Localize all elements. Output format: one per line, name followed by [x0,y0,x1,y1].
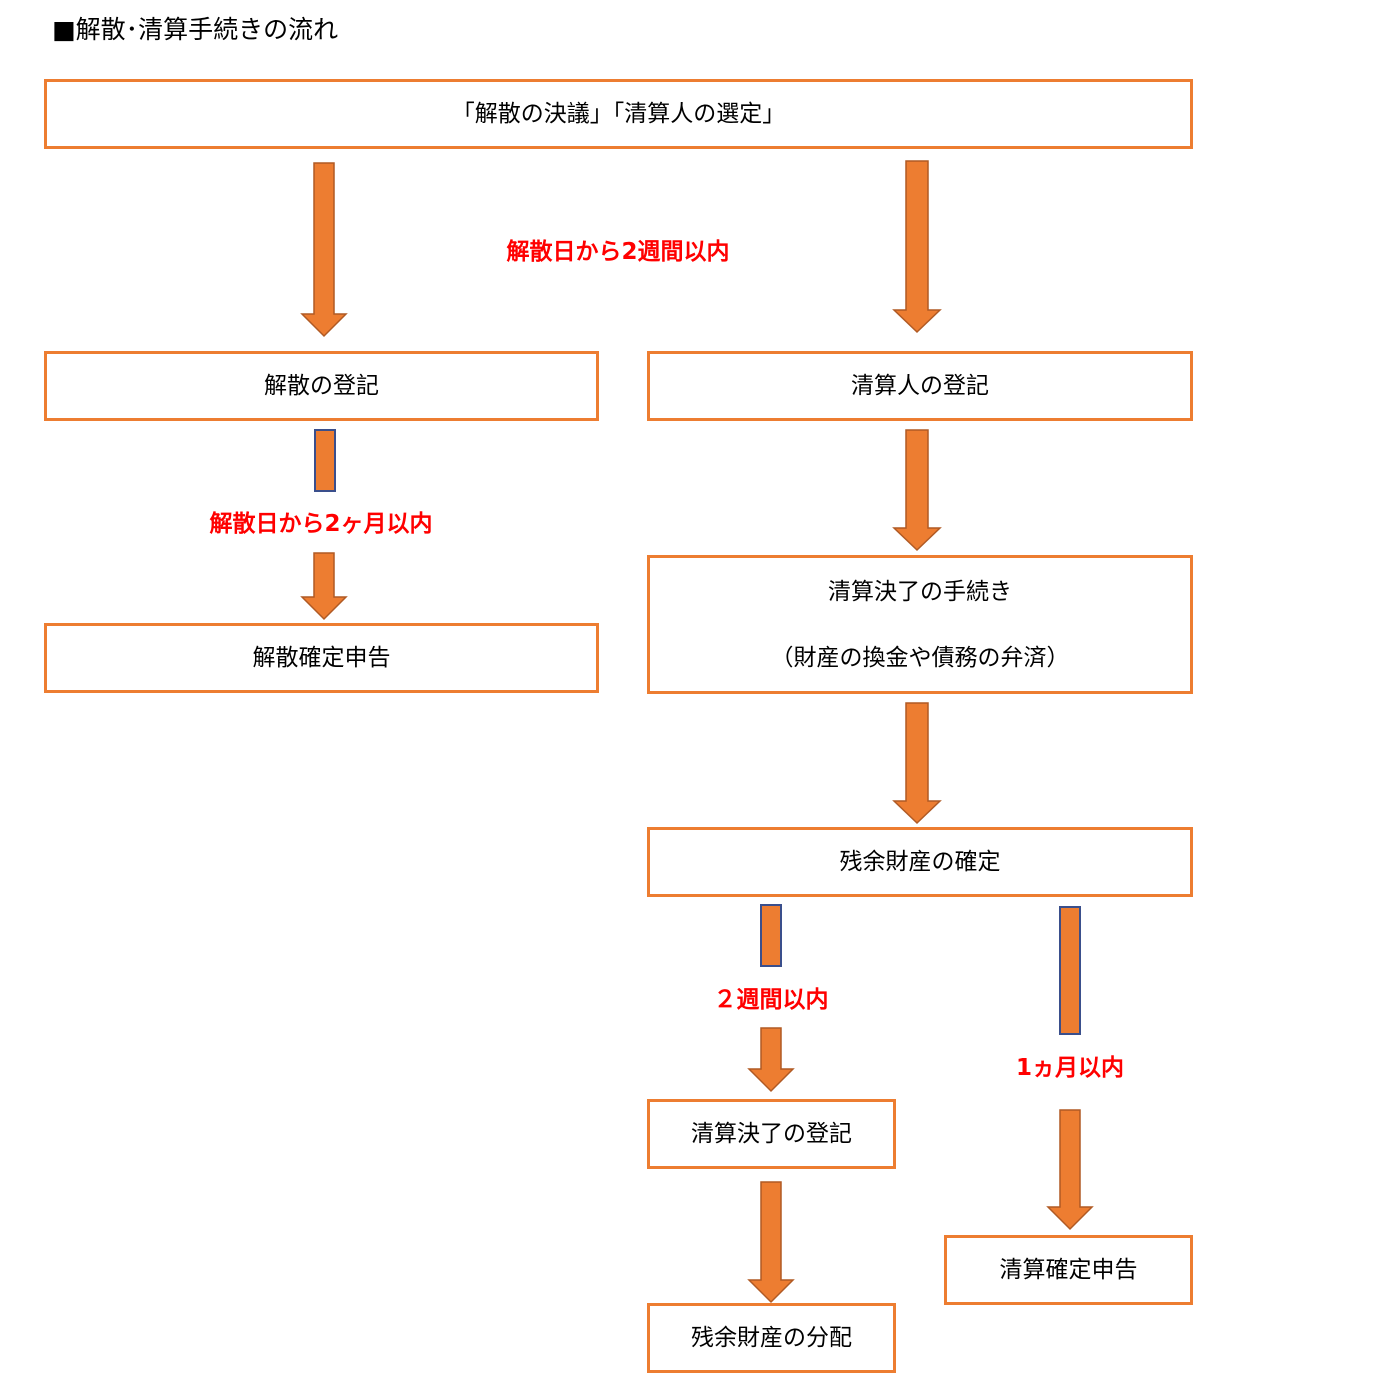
box-liquidation-procedure-line1: 清算決了の手続き [828,578,1012,605]
box-dissolution-tax-return: 解散確定申告 [44,623,599,693]
box-resolution: 「解散の決議」「清算人の選定」 [44,79,1193,149]
box-liquidation-tax-return-label: 清算確定申告 [999,1257,1138,1283]
box-liquidation-completion-registration-label: 清算決了の登記 [691,1121,852,1147]
note-within-2-weeks-of-dissolution: 解散日から2週間以内 [506,239,730,265]
box-residual-assets-confirmation-label: 残余財産の確定 [839,849,1001,875]
page-title: ■解散･清算手続きの流れ [52,15,339,44]
arrow-shaft-1month [1059,906,1081,1035]
arrow-to-dissolution-tax-return [300,552,348,621]
arrow-liquidator-registration-to-procedure [892,429,942,552]
box-dissolution-registration: 解散の登記 [44,351,599,421]
note-within-2-months-of-dissolution: 解散日から2ヶ月以内 [209,511,433,537]
box-liquidation-procedure: 清算決了の手続き （財産の換金や債務の弁済） [647,555,1193,694]
box-residual-assets-confirmation: 残余財産の確定 [647,827,1193,897]
box-residual-assets-distribution-label: 残余財産の分配 [691,1325,852,1351]
note-within-1-month: 1ヵ月以内 [1015,1055,1124,1081]
arrow-completion-to-distribution [747,1181,795,1304]
box-liquidation-completion-registration: 清算決了の登記 [647,1099,896,1169]
box-resolution-label: 「解散の決議」「清算人の選定」 [451,101,786,127]
note-within-2-weeks: ２週間以内 [713,987,829,1013]
arrow-shaft-2weeks [760,904,782,967]
box-dissolution-tax-return-label: 解散確定申告 [252,645,391,671]
arrow-to-liquidation-tax-return [1046,1109,1094,1231]
box-residual-assets-distribution: 残余財産の分配 [647,1303,896,1373]
arrow-resolution-to-dissolution-registration [300,162,348,338]
box-liquidation-procedure-line2: （財産の換金や債務の弁済） [770,644,1070,671]
arrow-to-completion-registration [747,1027,795,1093]
box-liquidator-registration: 清算人の登記 [647,351,1193,421]
arrow-resolution-to-liquidator-registration [892,160,942,334]
arrow-procedure-to-residual-assets [892,702,942,825]
box-liquidation-tax-return: 清算確定申告 [944,1235,1193,1305]
arrow-shaft-dissolution [314,429,336,492]
box-dissolution-registration-label: 解散の登記 [264,373,379,399]
box-liquidator-registration-label: 清算人の登記 [851,373,989,399]
